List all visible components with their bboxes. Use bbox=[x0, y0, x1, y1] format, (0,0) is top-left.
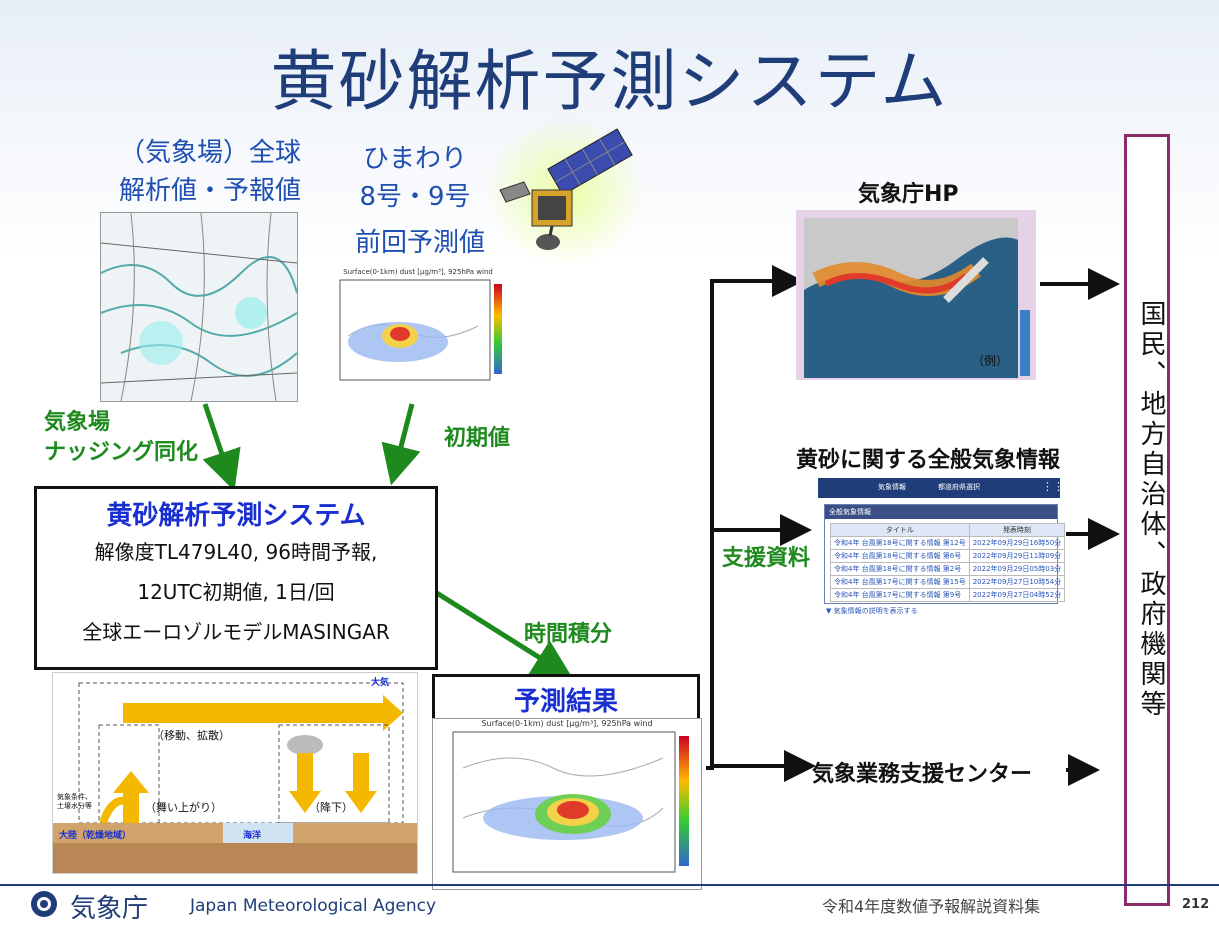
info-section-title: 全般気象情報 bbox=[825, 505, 1057, 519]
row-time: 2022年09月29日16時50分 bbox=[968, 536, 1066, 550]
row-time: 2022年09月27日04時52分 bbox=[968, 588, 1066, 602]
footer-divider bbox=[0, 884, 1219, 886]
footer-doc-title: 令和4年度数値予報解説資料集 bbox=[822, 897, 1041, 916]
jma-hp-map-plot bbox=[804, 218, 1030, 378]
jma-hp-map: （例） bbox=[796, 210, 1036, 380]
nudging-label: 気象場 ナッジング同化 bbox=[44, 408, 198, 468]
system-spec-line1: 解像度TL479L40, 96時間予報, bbox=[94, 540, 378, 564]
system-box: 黄砂解析予測システム 解像度TL479L40, 96時間予報, 12UTC初期値… bbox=[34, 486, 438, 670]
target-box bbox=[1124, 134, 1170, 906]
result-heading-box: 予測結果 bbox=[432, 674, 700, 719]
jma-hp-label: 気象庁HP bbox=[858, 182, 959, 207]
target-label: 国民、地方自治体、政府機関等 bbox=[1136, 300, 1166, 720]
grid-menu-icon[interactable]: ⋮⋮ bbox=[1042, 480, 1064, 493]
slide-title: 黄砂解析予測システム bbox=[270, 43, 949, 120]
land-label: 大陸（乾燥地域） bbox=[59, 831, 132, 841]
footer-org-en: Japan Meteorological Agency bbox=[190, 896, 437, 916]
page-number: 212 bbox=[1182, 897, 1210, 912]
example-label: （例） bbox=[972, 354, 1009, 368]
global-input-label: （気象場）全球 解析値・予報値 bbox=[100, 134, 320, 210]
row-title[interactable]: 令和4年 台風第17号に関する情報 第15号 bbox=[830, 575, 970, 589]
atmosphere-label: 大気 bbox=[371, 678, 390, 688]
row-title[interactable]: 令和4年 台風第17号に関する情報 第9号 bbox=[830, 588, 970, 602]
previous-map-caption: Surface(0-1km) dust [μg/m³], 925hPa wind bbox=[343, 268, 493, 276]
row-title[interactable]: 令和4年 台風第18号に関する情報 第12号 bbox=[830, 536, 970, 550]
time-integration-label: 時間積分 bbox=[524, 622, 613, 647]
footer-org-jp: 気象庁 bbox=[70, 894, 149, 924]
info-explain-link[interactable]: ▼ 気象情報の説明を表示する bbox=[826, 607, 918, 615]
row-title[interactable]: 令和4年 台風第18号に関する情報 第2号 bbox=[830, 562, 970, 576]
nudging-label-line2: ナッジング同化 bbox=[44, 440, 199, 465]
nudging-label-line1: 気象場 bbox=[44, 410, 111, 435]
row-time: 2022年09月29日11時09分 bbox=[968, 549, 1066, 563]
previous-forecast-label: 前回予測値 bbox=[354, 228, 485, 258]
row-time: 2022年09月27日10時54分 bbox=[968, 575, 1066, 589]
uplift-label: （舞い上がり） bbox=[145, 801, 222, 814]
global-label-line1: （気象場）全球 bbox=[118, 138, 301, 168]
result-heading: 予測結果 bbox=[513, 687, 618, 717]
schematic-svg bbox=[53, 682, 417, 873]
conditions-line2: 土壌水分等 bbox=[57, 802, 92, 810]
process-schematic: 大気 （移動、拡散） （舞い上がり） （降下） 気象条件、 土壌水分等 大陸（乾… bbox=[52, 672, 418, 874]
previous-map-plot bbox=[339, 279, 502, 381]
initial-arrow bbox=[381, 403, 421, 486]
system-spec-line3: 全球エーロゾルモデルMASINGAR bbox=[82, 620, 390, 644]
general-info-label: 黄砂に関する全般気象情報 bbox=[796, 448, 1061, 473]
initial-value-label: 初期値 bbox=[444, 426, 511, 451]
transport-label: （移動、拡散） bbox=[153, 729, 230, 742]
row-time: 2022年09月29日05時03分 bbox=[968, 562, 1066, 576]
col-title: タイトル bbox=[830, 523, 970, 537]
support-material-label: 支援資料 bbox=[722, 546, 811, 571]
himawari-label-line1: ひまわり bbox=[362, 144, 467, 174]
result-map-caption: Surface(0-1km) dust [μg/m³], 925hPa wind bbox=[481, 719, 653, 728]
conditions-label: 気象条件、 土壌水分等 bbox=[57, 793, 92, 811]
nudging-arrow bbox=[202, 403, 241, 491]
support-center-label: 気象業務支援センター bbox=[812, 762, 1033, 787]
global-label-line2: 解析値・予報値 bbox=[118, 176, 301, 206]
himawari-label: ひまわり 8号・9号 bbox=[355, 140, 475, 216]
integration-arrow bbox=[430, 587, 573, 679]
conditions-line1: 気象条件、 bbox=[57, 793, 92, 801]
nav-item-weather[interactable]: 気象情報 bbox=[878, 483, 906, 491]
ocean-label: 海洋 bbox=[243, 831, 262, 841]
info-navbar: 気象情報 都道府県選択 ⋮⋮ bbox=[818, 478, 1064, 498]
row-title[interactable]: 令和4年 台風第18号に関する情報 第6号 bbox=[830, 549, 970, 563]
result-map: Surface(0-1km) dust [μg/m³], 925hPa wind bbox=[432, 718, 702, 890]
satellite-image bbox=[485, 117, 645, 267]
nav-item-prefecture[interactable]: 都道府県選択 bbox=[938, 483, 980, 491]
result-map-plot bbox=[452, 731, 689, 873]
global-analysis-map bbox=[100, 212, 298, 402]
himawari-label-line2: 8号・9号 bbox=[359, 182, 471, 212]
jma-logo-icon bbox=[31, 891, 57, 917]
system-heading: 黄砂解析予測システム bbox=[106, 501, 366, 531]
previous-forecast-map: Surface(0-1km) dust [μg/m³], 925hPa wind bbox=[328, 268, 508, 394]
system-spec-line2: 12UTC初期値, 1日/回 bbox=[137, 580, 335, 604]
col-time: 発表時刻 bbox=[968, 523, 1066, 537]
descent-label: （降下） bbox=[309, 801, 353, 814]
